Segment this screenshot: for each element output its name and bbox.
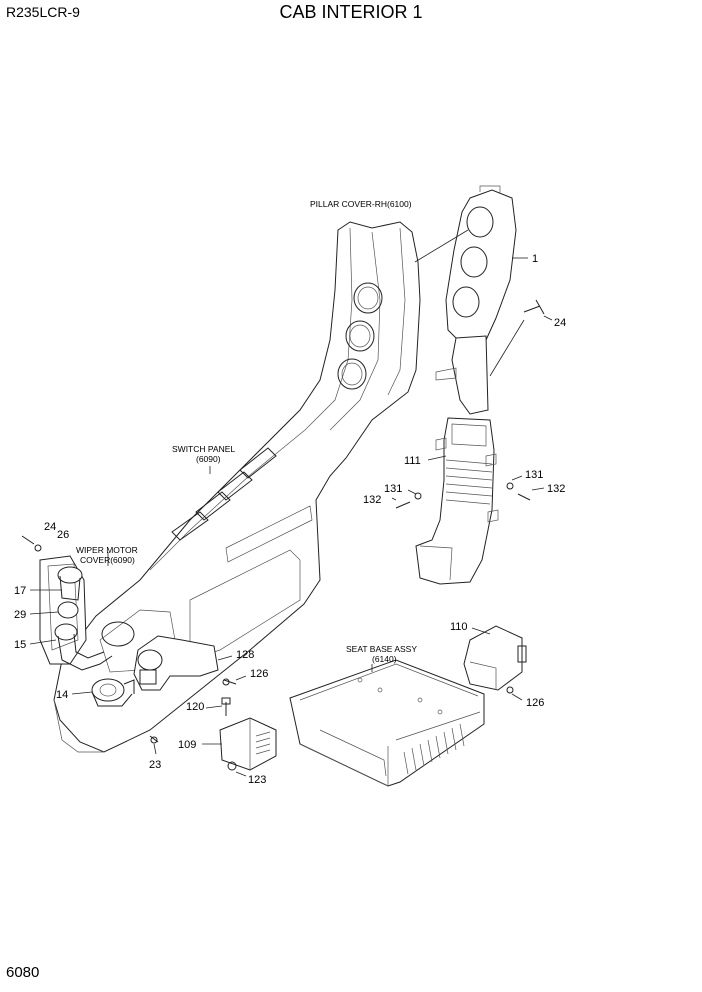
duct-110-drawing [463,625,527,691]
callout-14: 14 [56,689,68,701]
duct-128-drawing [133,635,219,691]
callout-120: 120 [186,701,204,713]
bracket-109-drawing [219,697,277,771]
label-wiper-motor-ref: COVER(6090) [80,555,135,565]
label-pillar-cover: PILLAR COVER-RH(6100) [310,199,412,209]
pillar-cover-rh-drawing [435,185,517,415]
page-number: 6080 [6,964,40,981]
duct-111-drawing [415,417,499,585]
callout-126-left: 126 [250,668,268,680]
callout-1: 1 [532,253,538,265]
label-seat-base-ref: (6140) [372,654,397,664]
model-code: R235LCR-9 [6,4,80,20]
callout-123: 123 [248,774,266,786]
callout-126-right: 126 [526,697,544,709]
callout-132-right: 132 [547,483,565,495]
page-title: CAB INTERIOR 1 [279,2,423,22]
callout-26: 26 [57,529,69,541]
callout-23: 23 [149,759,161,771]
callout-17: 17 [14,585,26,597]
fasteners-drawing [21,299,545,744]
leader-lines [29,229,553,777]
callout-132-left: 132 [363,494,381,506]
callout-110: 110 [450,621,468,633]
callout-131-left: 131 [384,483,402,495]
callout-128: 128 [236,649,254,661]
seat-base-assy-drawing [289,659,485,787]
label-wiper-motor: WIPER MOTOR [76,545,138,555]
callout-24-right: 24 [554,317,566,329]
callout-29: 29 [14,609,26,621]
callout-111: 111 [404,455,421,467]
label-switch-panel-ref: (6090) [196,454,221,464]
callout-24-left: 24 [44,521,56,533]
callout-109: 109 [178,739,196,751]
label-seat-base: SEAT BASE ASSY [346,644,417,654]
label-switch-panel: SWITCH PANEL [172,444,235,454]
callout-131-right: 131 [525,469,543,481]
callout-15: 15 [14,639,26,651]
wiper-hose-drawing [54,566,135,707]
